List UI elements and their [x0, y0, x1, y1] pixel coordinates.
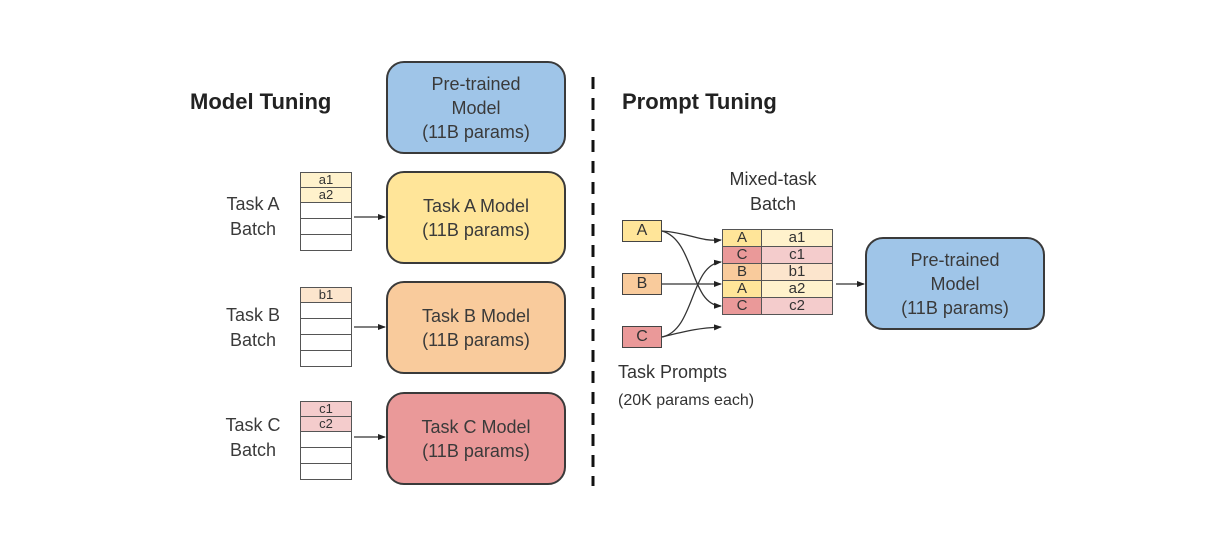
- mixed-row-item: a2: [761, 280, 833, 298]
- arrow-prompt-c-to-row5: [661, 324, 722, 338]
- mixed-row-tag: C: [722, 297, 762, 315]
- model-tuning-title: Model Tuning: [190, 89, 332, 114]
- task-a-model-box: Task A Model (11B params): [386, 171, 566, 264]
- mixed-task-title-line1: Mixed-task: [729, 169, 817, 189]
- mixed-row-tag: A: [722, 229, 762, 247]
- mixed-row-item: c2: [761, 297, 833, 315]
- batch-cell: c1: [300, 401, 352, 417]
- prompt-pretrained-line3: (11B params): [901, 297, 1009, 318]
- batch-cell: a1: [300, 172, 352, 188]
- task-b-batch-label: Task B Batch: [214, 303, 292, 353]
- task-b-model-line1: Task B Model: [421, 305, 531, 326]
- prompt-c-box: C: [622, 326, 662, 348]
- task-c-model-box: Task C Model (11B params): [386, 392, 566, 485]
- batch-cell: [300, 464, 352, 480]
- batch-cell: [300, 219, 352, 235]
- mixed-row: A a1: [722, 229, 833, 247]
- prompt-pretrained-line1: Pre-trained: [910, 249, 1000, 270]
- mixed-row-item: a1: [761, 229, 833, 247]
- batch-cell: [300, 319, 352, 335]
- task-b-label-line2: Batch: [229, 330, 277, 350]
- mixed-row-item: b1: [761, 263, 833, 281]
- prompt-pretrained-model-box: Pre-trained Model (11B params): [865, 237, 1045, 330]
- task-a-label-line1: Task A: [226, 194, 280, 214]
- task-a-label-line2: Batch: [229, 219, 277, 239]
- mixed-row: C c2: [722, 297, 833, 315]
- batch-cell: [300, 203, 352, 219]
- task-c-batch-label: Task C Batch: [214, 413, 292, 463]
- task-a-batch-stack: a1 a2: [300, 172, 352, 251]
- task-a-model-line2: (11B params): [422, 219, 530, 240]
- task-c-batch-stack: c1 c2: [300, 401, 352, 480]
- pretrained-model-box: Pre-trained Model (11B params): [386, 61, 566, 154]
- pretrained-model-line3: (11B params): [422, 121, 530, 142]
- pretrained-model-line1: Pre-trained: [431, 73, 521, 94]
- batch-cell: a2: [300, 188, 352, 203]
- task-b-label-line1: Task B: [225, 305, 281, 325]
- task-b-model-line2: (11B params): [422, 329, 530, 350]
- mixed-row: A a2: [722, 280, 833, 298]
- mixed-row-item: c1: [761, 246, 833, 264]
- batch-cell: [300, 448, 352, 464]
- arrow-prompt-c-to-row2: [661, 259, 722, 338]
- task-c-model-line1: Task C Model: [421, 416, 531, 437]
- batch-cell: [300, 235, 352, 251]
- mixed-task-batch-title: Mixed-task Batch: [700, 167, 846, 217]
- prompt-pretrained-line2: Model: [930, 273, 980, 294]
- arrow-prompt-a-to-row1: [661, 230, 722, 244]
- pretrained-model-line2: Model: [451, 97, 501, 118]
- task-prompts-label: Task Prompts: [618, 362, 728, 382]
- task-a-batch-label: Task A Batch: [214, 192, 292, 242]
- task-c-label-line2: Batch: [229, 440, 277, 460]
- task-c-label-line1: Task C: [225, 415, 281, 435]
- task-c-model-line2: (11B params): [422, 440, 530, 461]
- batch-cell: [300, 303, 352, 319]
- prompt-tuning-title: Prompt Tuning: [622, 89, 777, 114]
- mixed-task-title-line2: Batch: [749, 194, 797, 214]
- batch-cell: [300, 432, 352, 448]
- arrow-prompt-a-to-row4: [661, 230, 722, 309]
- mixed-task-batch-table: A a1 C c1 B b1 A a2 C c2: [722, 229, 833, 315]
- prompt-a-box: A: [622, 220, 662, 242]
- batch-cell: c2: [300, 417, 352, 432]
- batch-cell: [300, 351, 352, 367]
- task-b-model-box: Task B Model (11B params): [386, 281, 566, 374]
- task-prompts-sublabel: (20K params each): [618, 392, 755, 409]
- task-a-model-line1: Task A Model: [422, 195, 530, 216]
- task-b-batch-stack: b1: [300, 287, 352, 367]
- mixed-row-tag: A: [722, 280, 762, 298]
- mixed-row: C c1: [722, 246, 833, 264]
- prompt-b-box: B: [622, 273, 662, 295]
- batch-cell: [300, 335, 352, 351]
- batch-cell: b1: [300, 287, 352, 303]
